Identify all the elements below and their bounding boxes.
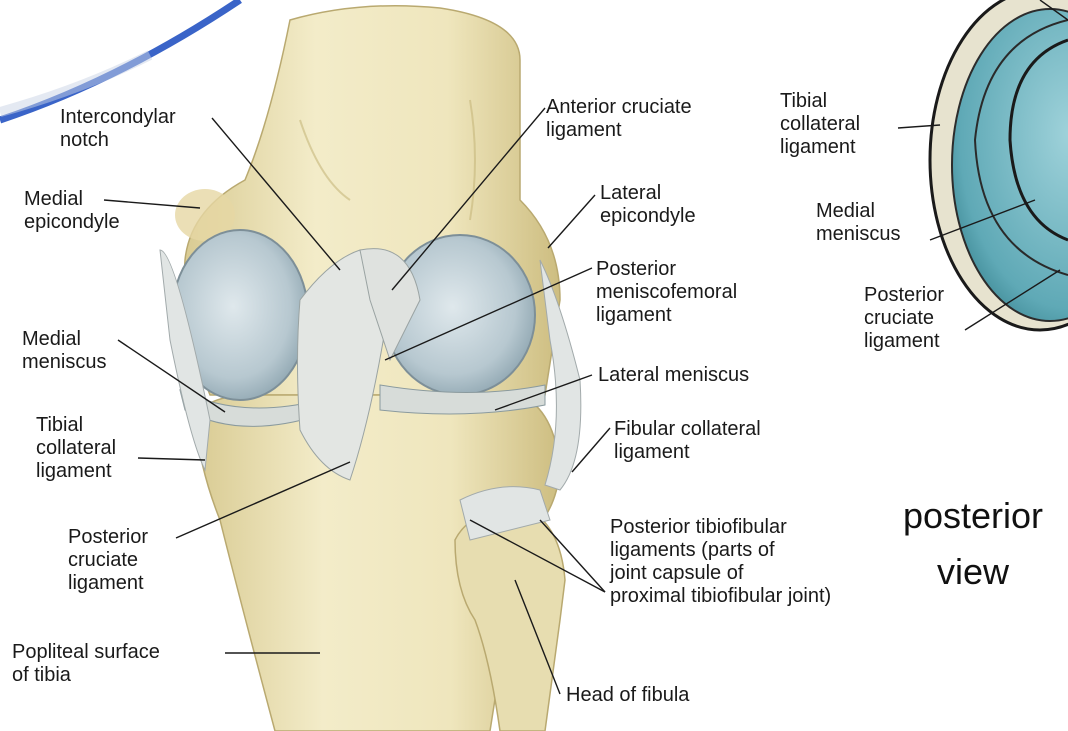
label-medial-meniscus: Medial meniscus <box>22 328 106 374</box>
label-anterior-cruciate-ligament: Anterior cruciate ligament <box>546 96 692 142</box>
label-inset-tibial-collateral-ligament: Tibial collateral ligament <box>780 90 860 159</box>
inset-tibial-plateau <box>930 0 1068 330</box>
label-lateral-meniscus: Lateral meniscus <box>598 364 749 387</box>
label-posterior-tibiofibular-ligaments: Posterior tibiofibular ligaments (parts … <box>610 516 831 608</box>
label-inset-medial-meniscus: Medial meniscus <box>816 200 900 246</box>
label-head-of-fibula: Head of fibula <box>566 684 689 707</box>
label-inset-posterior-cruciate-ligament: Posterior cruciate ligament <box>864 284 944 353</box>
label-fibular-collateral-ligament: Fibular collateral ligament <box>614 418 761 464</box>
label-posterior-meniscofemoral-ligament: Posterior meniscofemoral ligament <box>596 258 737 327</box>
label-medial-epicondyle: Medial epicondyle <box>24 188 120 234</box>
label-posterior-cruciate-ligament: Posterior cruciate ligament <box>68 526 148 595</box>
label-tibial-collateral-ligament: Tibial collateral ligament <box>36 414 116 483</box>
label-popliteal-surface: Popliteal surface of tibia <box>12 641 160 687</box>
view-label-view: view <box>878 552 1068 592</box>
view-label-posterior: posterior <box>878 496 1068 536</box>
label-intercondylar-notch: Intercondylar notch <box>60 106 176 152</box>
label-lateral-epicondyle: Lateral epicondyle <box>600 182 696 228</box>
